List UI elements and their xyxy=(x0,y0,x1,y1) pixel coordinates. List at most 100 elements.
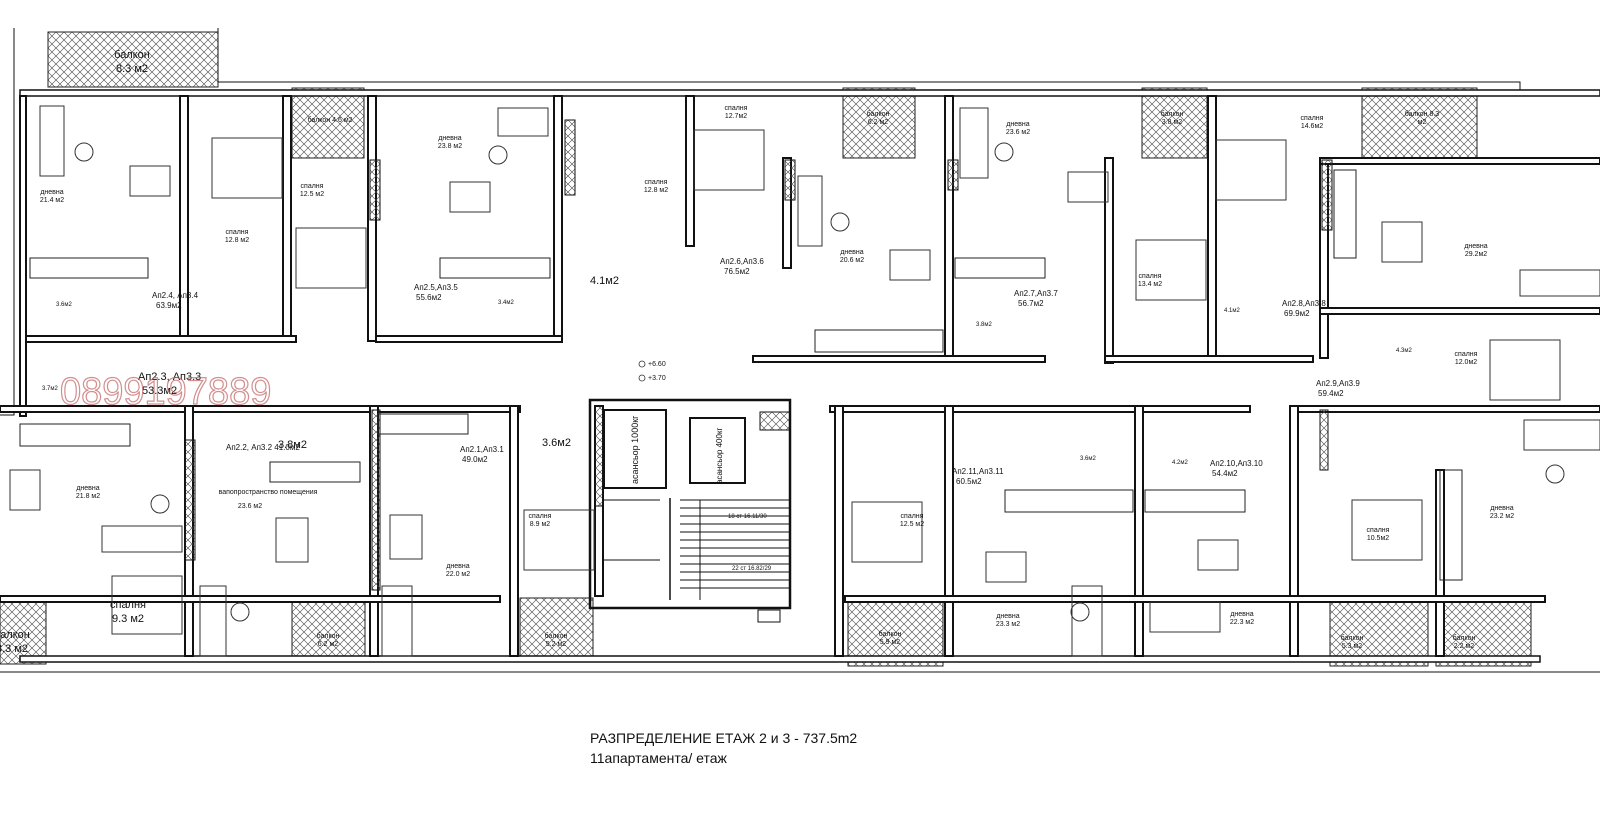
bed xyxy=(295,227,367,289)
elevator-label: асансьор 1000кг xyxy=(630,415,640,484)
hatched-wall xyxy=(564,119,576,196)
stair-label: 18 ст 16.11/30 xyxy=(728,514,767,520)
balcony-area: 5.3 м2 xyxy=(1342,643,1362,650)
room-area: 9.3 м2 xyxy=(112,613,144,625)
apartment-name: Ап2.3, Ап3.3 xyxy=(138,371,201,383)
level-mark: +6.60 xyxy=(648,361,666,368)
apartment-name: Ап2.8,Ап3.8 xyxy=(1282,299,1326,308)
room-area: 22.3 м2 xyxy=(1230,619,1254,626)
room-area: 23.2 м2 xyxy=(1490,513,1514,520)
wall xyxy=(1207,95,1217,362)
kitchen-counter xyxy=(439,257,551,279)
apartment-area: 69.9м2 xyxy=(1284,309,1310,318)
room-area: 12.8 м2 xyxy=(225,237,249,244)
wall xyxy=(25,335,297,343)
kitchen-counter xyxy=(814,329,944,353)
room-area: 21.8 м2 xyxy=(76,493,100,500)
wall xyxy=(553,95,563,342)
room-area: 12.7м2 xyxy=(725,113,747,120)
balcony-area xyxy=(1329,597,1429,667)
level-mark: +3.70 xyxy=(648,375,666,382)
bathroom-area: 3.6м2 xyxy=(1080,456,1096,462)
balcony-area xyxy=(1141,87,1208,159)
floor-plan: балкон 8.3 м2 балкон 4.6 м2 балкон 6.2 м… xyxy=(0,28,1600,673)
room-area: 20.6 м2 xyxy=(840,257,864,264)
balcony-label: балкон xyxy=(867,110,890,118)
bathroom-area: 3.6м2 xyxy=(56,302,72,308)
apartment-name: Ап2.7,Ап3.7 xyxy=(1014,289,1058,298)
apartment-area: 76.5м2 xyxy=(724,267,750,276)
dining-table xyxy=(449,181,491,213)
room-area: 29.2м2 xyxy=(1465,251,1487,258)
dining-table xyxy=(985,551,1027,583)
room-label: спалня xyxy=(529,513,552,520)
room-label: дневна xyxy=(1464,243,1487,250)
coffee-table xyxy=(1070,602,1090,622)
wall xyxy=(1319,307,1600,315)
room-area: 23.3 м2 xyxy=(996,621,1020,628)
wall xyxy=(509,405,519,657)
wall xyxy=(752,355,1046,363)
elevator-label: асансьор 400кг xyxy=(715,428,724,484)
balcony-label: балкон xyxy=(545,632,568,640)
bed xyxy=(1351,499,1423,561)
room-area: 23.6 м2 xyxy=(1006,129,1030,136)
kitchen-counter xyxy=(29,257,149,279)
wall xyxy=(944,95,954,362)
stair-label: 22 ст 16.82/29 xyxy=(732,566,772,572)
balcony-area: 5.9 м2 xyxy=(880,639,900,646)
coffee-table xyxy=(830,212,850,232)
building-outline xyxy=(0,28,15,416)
balcony-label: балкон xyxy=(317,632,340,640)
room-area: 12.0м2 xyxy=(1455,359,1477,366)
balcony-area xyxy=(847,597,944,667)
wall xyxy=(1319,157,1600,165)
balcony-label: балкон xyxy=(0,629,30,641)
balcony-area xyxy=(47,31,219,88)
room-label: спалня xyxy=(725,105,748,112)
apartment-name: Ап2.1,Ап3.1 xyxy=(460,445,504,454)
bathroom-area: 3.8м2 xyxy=(976,322,992,328)
hatched-wall xyxy=(947,159,959,191)
room-area: 23.6 м2 xyxy=(238,503,262,510)
hatched-wall xyxy=(184,439,196,561)
bed xyxy=(693,129,765,191)
sofa xyxy=(1523,419,1600,451)
room-label: спалня xyxy=(1301,115,1324,122)
dining-table xyxy=(1381,221,1423,263)
coffee-table xyxy=(488,145,508,165)
apartment-name: Ап2.6,Ап3.6 xyxy=(720,257,764,266)
sofa xyxy=(797,175,823,247)
balcony-area xyxy=(291,597,366,657)
bathroom-area: 3.4м2 xyxy=(498,300,514,306)
balcony-area xyxy=(0,595,47,665)
sofa xyxy=(1071,585,1103,657)
balcony-area xyxy=(291,87,365,159)
wall xyxy=(1289,405,1600,413)
room-area: 10.5м2 xyxy=(1367,535,1389,542)
plan-subtitle: 11апартамента/ етаж xyxy=(590,750,727,766)
balcony-area: 8.3 м2 xyxy=(0,643,28,655)
hatched-wall xyxy=(784,159,796,201)
room-area: 12.8 м2 xyxy=(644,187,668,194)
bed xyxy=(1215,139,1287,201)
room-label: вапопространство помещения xyxy=(219,489,318,496)
wall xyxy=(1104,355,1314,363)
coffee-table xyxy=(1545,464,1565,484)
apartment-name: Ап2.9,Ап3.9 xyxy=(1316,379,1360,388)
room-label: дневна xyxy=(996,613,1019,620)
plan-title: РАЗПРЕДЕЛЕНИЕ ЕТАЖ 2 и 3 - 737.5m2 xyxy=(590,730,858,746)
room-area: 13.4 м2 xyxy=(1138,281,1162,288)
hatched-wall xyxy=(371,409,381,591)
apartment-name: Ап2.2, Ап3.2 41.0м2 xyxy=(226,443,300,452)
wall xyxy=(1134,405,1144,657)
elevator-shaft xyxy=(689,417,746,484)
bed xyxy=(1489,339,1561,401)
dining-table xyxy=(889,249,931,281)
bathroom-area: 4.3м2 xyxy=(1396,348,1412,354)
wall xyxy=(375,335,563,343)
wall xyxy=(19,95,27,417)
sofa xyxy=(381,585,413,657)
hatched-wall xyxy=(1321,159,1333,231)
kitchen-counter xyxy=(1439,469,1463,581)
